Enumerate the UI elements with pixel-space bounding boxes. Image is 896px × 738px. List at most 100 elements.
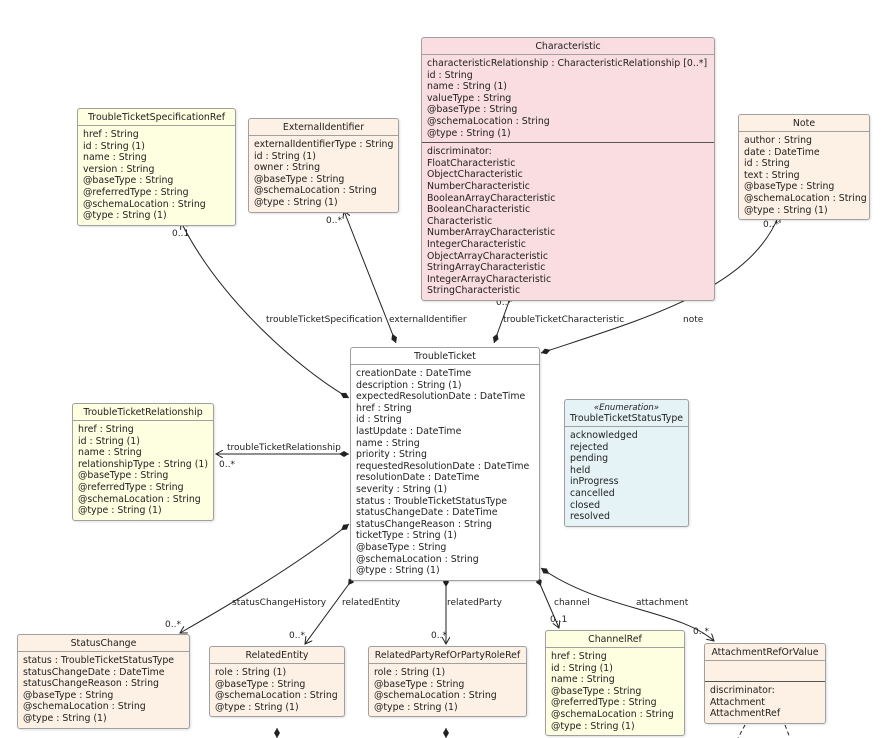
edge-char — [494, 293, 512, 344]
attribute: held — [570, 464, 591, 476]
attribute: relationshipType : String (1) — [78, 458, 208, 470]
edge-sc — [180, 523, 350, 633]
attribute: severity : String (1) — [356, 483, 448, 495]
attribute: role : String (1) — [374, 667, 446, 678]
mult-ch: 0..1 — [550, 615, 568, 625]
class-title: TroubleTicketSpecificationRef — [78, 109, 235, 126]
discriminator-item: Characteristic — [427, 215, 493, 227]
class-title: RelatedEntity — [210, 647, 344, 664]
attribute: acknowledged — [570, 430, 638, 441]
class-title: ChannelRef — [546, 631, 684, 648]
attribute: date : DateTime — [744, 146, 820, 158]
class-title: ExternalIdentifier — [249, 119, 398, 136]
attribute: @schemaLocation : String — [551, 708, 674, 720]
attribute: rejected — [570, 441, 609, 453]
attribute: @schemaLocation : String — [83, 198, 206, 210]
edge-att-sub1 — [737, 724, 746, 738]
class-name: ExternalIdentifier — [282, 122, 365, 133]
edge-label-spec: troubleTicketSpecification — [266, 315, 383, 325]
attribute: name : String — [551, 674, 615, 686]
class-name: TroubleTicketSpecificationRef — [87, 112, 226, 123]
attribute: author : String — [744, 135, 812, 146]
attribute: @referredType : String — [551, 697, 657, 709]
attribute: @type : String (1) — [374, 701, 458, 713]
discriminator-item: ObjectCharacteristic — [427, 169, 523, 181]
class-name: RelatedPartyRefOrPartyRoleRef — [374, 650, 521, 661]
attribute: role : String (1) — [215, 667, 287, 678]
attribute: @schemaLocation : String — [23, 701, 146, 713]
attribute: @baseType : String — [551, 685, 642, 697]
attribute: @type : String (1) — [427, 127, 511, 139]
class-name: TroubleTicketStatusType — [569, 413, 684, 424]
attribute: lastUpdate : DateTime — [356, 425, 462, 437]
edge-label-sc: statusChangeHistory — [232, 598, 327, 608]
attribute: priority : String — [356, 449, 427, 461]
class-title: «Enumeration»TroubleTicketStatusType — [565, 400, 688, 427]
attribute: @baseType : String — [83, 175, 174, 187]
mult-extid: 0..* — [326, 216, 342, 226]
attribute: @schemaLocation : String — [254, 185, 377, 197]
attribute: @baseType : String — [254, 173, 345, 185]
attribute: statusChangeDate : DateTime — [23, 666, 165, 678]
attribute: id : String — [356, 414, 402, 426]
attribute: @baseType : String — [23, 689, 114, 701]
discriminator-item: IntegerCharacteristic — [427, 238, 526, 250]
attribute: @schemaLocation : String — [427, 115, 550, 127]
attribute-list: characteristicRelationship : Characteris… — [422, 55, 714, 142]
mult-char: 0..* — [496, 298, 512, 308]
attribute: id : String — [427, 69, 473, 81]
discriminator-item: BooleanArrayCharacteristic — [427, 192, 556, 204]
attribute: href : String — [78, 424, 134, 435]
attribute: description : String (1) — [356, 379, 462, 391]
attribute: requestedResolutionDate : DateTime — [356, 460, 530, 472]
attribute: @type : String (1) — [78, 505, 162, 517]
edge-label-extid: externalIdentifier — [389, 315, 467, 325]
attribute: expectedResolutionDate : DateTime — [356, 391, 526, 403]
attribute: closed — [570, 499, 601, 511]
attribute: @type : String (1) — [215, 701, 299, 713]
class-trouble-ticket-specification-ref: TroubleTicketSpecificationRef href : Stri… — [77, 108, 236, 226]
attribute: href : String — [551, 651, 607, 662]
attribute: @baseType : String — [374, 678, 465, 690]
class-title: AttachmentRefOrValue — [705, 644, 825, 661]
edge-label-re: relatedEntity — [342, 598, 401, 608]
attribute: @type : String (1) — [356, 565, 440, 577]
discriminator-item: BooleanCharacteristic — [427, 204, 531, 216]
class-name: TroubleTicketRelationship — [83, 407, 203, 418]
discriminator-item: discriminator: — [427, 146, 492, 158]
attribute: @baseType : String — [427, 104, 518, 116]
class-name: StatusChange — [70, 638, 137, 649]
edge-label-rp: relatedParty — [447, 598, 502, 608]
class-name: RelatedEntity — [245, 650, 309, 661]
attribute: @type : String (1) — [83, 210, 167, 222]
edge-label-att: attachment — [636, 598, 689, 608]
attribute: creationDate : DateTime — [356, 368, 472, 379]
attribute: id : String (1) — [254, 150, 316, 162]
attribute: text : String — [744, 169, 800, 181]
edge-re — [305, 576, 355, 644]
mult-rel: 0..* — [219, 460, 235, 470]
class-name: Note — [792, 118, 816, 129]
edge-spec — [181, 222, 350, 399]
mult-note: 0..* — [763, 220, 779, 230]
class-title: Characteristic — [422, 38, 714, 55]
mult-rp: 0..* — [431, 631, 447, 641]
attribute: id : String (1) — [83, 140, 145, 152]
attribute: valueType : String — [427, 92, 512, 104]
discriminator-item: FloatCharacteristic — [427, 157, 516, 169]
edge-label-ch: channel — [554, 598, 590, 608]
attribute: status : TroubleTicketStatusType — [356, 495, 508, 507]
attribute: @type : String (1) — [254, 196, 338, 208]
attribute: characteristicRelationship : Characteris… — [427, 58, 708, 69]
